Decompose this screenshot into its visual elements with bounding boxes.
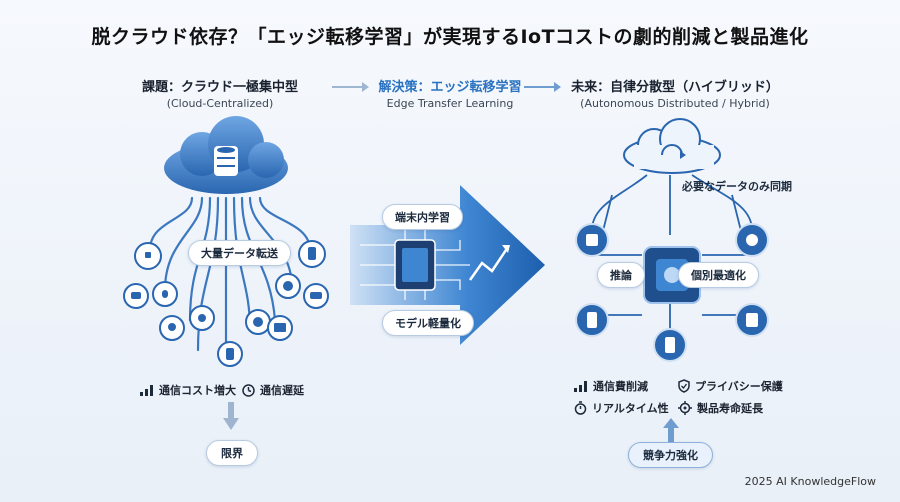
model-compression-label: モデル軽量化 — [382, 310, 474, 336]
header-arrow-2 — [524, 82, 561, 92]
bar-chart-icon — [574, 381, 587, 392]
benefit-realtime: リアルタイム性 — [574, 400, 669, 416]
bar-chart-up-icon — [140, 385, 153, 396]
column-title-solution: 解決策：エッジ転移学習 — [378, 80, 522, 95]
issue-comm-cost: 通信コスト増大 — [140, 382, 236, 398]
trend-graph-icon — [468, 245, 510, 281]
footer-credit: 2025 AI KnowledgeFlow — [744, 475, 876, 488]
page-title: 脱クラウド依存？「エッジ転移学習」が実現するIoTコストの劇的削減と製品進化 — [91, 26, 809, 48]
down-arrow-icon — [223, 402, 239, 430]
benefit-label: プライバシー保護 — [695, 380, 783, 393]
benefit-privacy: プライバシー保護 — [678, 378, 783, 394]
benefit-comm-cost-reduction: 通信費削減 — [574, 378, 648, 394]
personal-optimization-label: 個別最適化 — [678, 262, 759, 288]
issue-latency: 通信遅延 — [242, 382, 304, 398]
cloud-sync-icon — [623, 118, 721, 174]
cloud-centralized-diagram — [123, 116, 329, 367]
column-header-problem: 課題：クラウド一極集中型 (Cloud-Centralized) — [110, 76, 330, 110]
column-title-problem: 課題：クラウド一極集中型 — [141, 80, 298, 95]
up-arrow-icon — [663, 418, 679, 442]
competitiveness-badge: 競争力強化 — [628, 442, 713, 468]
mass-data-transfer-label: 大量データ転送 — [188, 240, 291, 266]
column-title-future: 未来：自律分散型（ハイブリッド） — [571, 80, 779, 95]
stopwatch-icon — [574, 401, 587, 415]
column-subtitle-future: (Autonomous Distributed / Hybrid) — [580, 97, 770, 110]
shield-icon — [678, 379, 690, 393]
sync-only-needed-label: 必要なデータのみ同期 — [682, 180, 792, 193]
benefit-label: 製品寿命延長 — [697, 402, 763, 415]
column-header-future: 未来：自律分散型（ハイブリッド） (Autonomous Distributed… — [560, 76, 790, 110]
on-device-learning-label: 端末内学習 — [382, 204, 463, 230]
cloud-icon — [164, 116, 288, 194]
issue-label: 通信コスト増大 — [159, 384, 236, 397]
column-subtitle-solution: Edge Transfer Learning — [386, 97, 514, 110]
header-arrow-1 — [332, 82, 369, 92]
column-header-solution: 解決策：エッジ転移学習 Edge Transfer Learning — [350, 76, 550, 110]
inference-label: 推論 — [597, 262, 645, 288]
limit-badge: 限界 — [206, 440, 258, 466]
gear-icon — [678, 401, 692, 415]
hybrid-diagram — [575, 118, 769, 362]
clock-icon — [242, 383, 255, 397]
issue-label: 通信遅延 — [260, 384, 304, 397]
central-ai-chip-icon — [643, 246, 701, 304]
benefit-product-life: 製品寿命延長 — [678, 400, 763, 416]
benefit-label: 通信費削減 — [593, 380, 648, 393]
benefit-label: リアルタイム性 — [592, 402, 669, 415]
ai-chip-icon — [394, 239, 436, 291]
column-subtitle-problem: (Cloud-Centralized) — [166, 97, 274, 110]
